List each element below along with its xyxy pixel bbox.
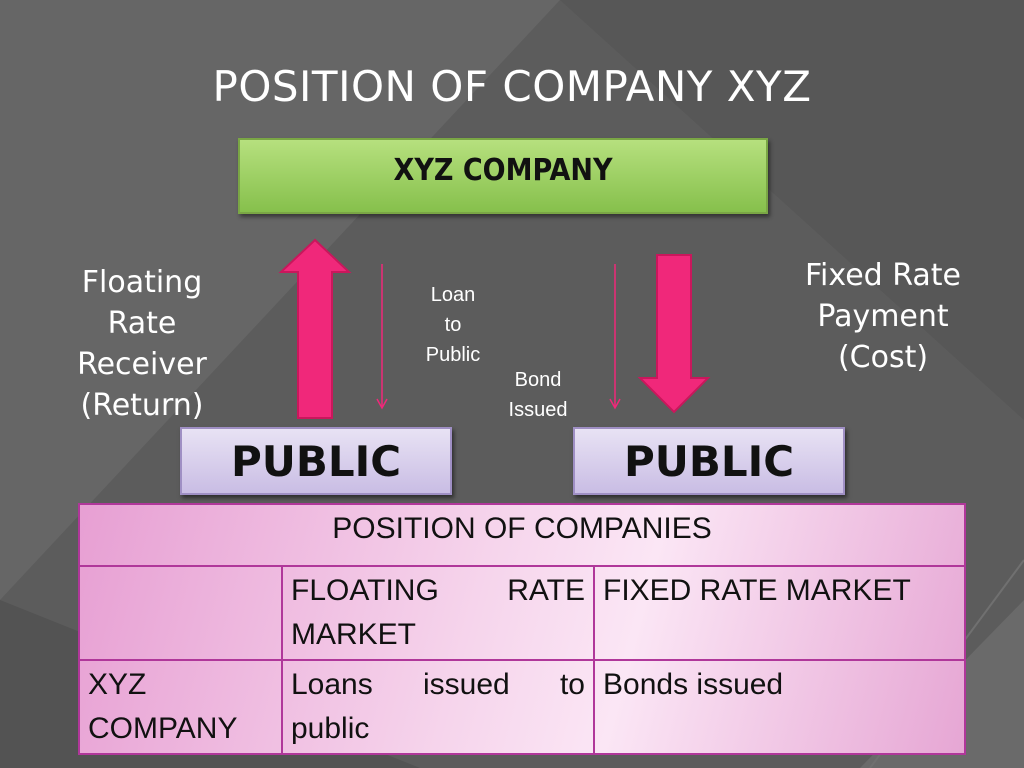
cell-loans-issued: Loans issued to public xyxy=(281,659,595,755)
loan-to-public-label: Loan to Public xyxy=(408,280,498,370)
loan-label-line: Loan xyxy=(430,284,476,306)
xyz-company-box: XYZ COMPANY xyxy=(238,138,768,214)
public-left-label: PUBLIC xyxy=(230,436,402,486)
positions-table: POSITION OF COMPANIES FLOATING RATE MARK… xyxy=(77,503,967,755)
floating-label-line: (Return) xyxy=(80,388,204,423)
fixed-label-line: Fixed Rate xyxy=(804,258,962,293)
floating-label-line: Floating xyxy=(81,265,203,300)
row-label-xyz-company: XYZ COMPANY xyxy=(78,659,283,755)
table-header-row: POSITION OF COMPANIES xyxy=(77,503,967,567)
public-box-left: PUBLIC xyxy=(180,427,452,495)
bond-issued-label: Bond Issued xyxy=(494,365,582,425)
table-corner-cell xyxy=(78,565,283,661)
slide-title: POSITION OF COMPANY XYZ xyxy=(212,62,812,111)
loan-label-line: to xyxy=(444,314,462,336)
fixed-rate-payment-label: Fixed Rate Payment (Cost) xyxy=(778,255,988,378)
bond-label-line: Bond xyxy=(514,369,562,391)
xyz-company-label: XYZ COMPANY xyxy=(393,152,613,188)
floating-rate-receiver-label: Floating Rate Receiver (Return) xyxy=(52,262,232,426)
cell-bonds-issued: Bonds issued xyxy=(592,659,967,755)
column-floating-rate-market: FLOATING RATE MARKET xyxy=(281,565,595,661)
public-right-label: PUBLIC xyxy=(623,436,795,486)
fixed-label-line: (Cost) xyxy=(837,340,929,375)
column-fixed-rate-market: FIXED RATE MARKET xyxy=(592,565,967,661)
floating-label-line: Receiver xyxy=(77,347,207,382)
loan-label-line: Public xyxy=(425,344,481,366)
bond-label-line: Issued xyxy=(508,399,568,421)
table-row: XYZ COMPANY Loans issued to public Bonds… xyxy=(78,659,967,755)
table-header: POSITION OF COMPANIES xyxy=(77,503,967,567)
fixed-label-line: Payment xyxy=(817,299,949,334)
floating-label-line: Rate xyxy=(107,306,177,341)
public-box-right: PUBLIC xyxy=(573,427,845,495)
table-columns-row: FLOATING RATE MARKET FIXED RATE MARKET xyxy=(78,565,967,661)
